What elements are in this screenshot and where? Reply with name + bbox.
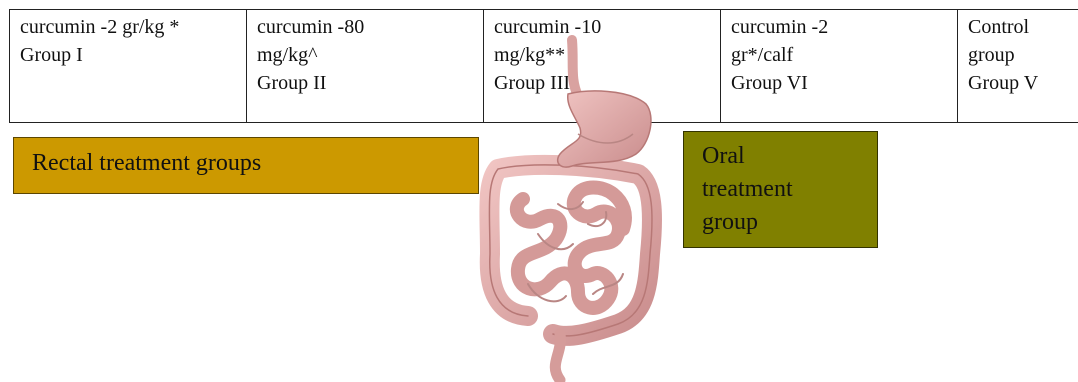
group-6-cell: curcumin -2 gr*/calf Group VI [721, 10, 958, 123]
digestive-tract-icon [468, 34, 668, 382]
rectal-treatment-label: Rectal treatment groups [13, 137, 479, 194]
oral-treatment-label: Oral treatment group [683, 131, 878, 248]
group-2-cell: curcumin -80 mg/kg^ Group II [247, 10, 484, 123]
control-group-cell: Control group Group V [958, 10, 1078, 123]
group-1-cell: curcumin -2 gr/kg * Group I [10, 10, 247, 123]
